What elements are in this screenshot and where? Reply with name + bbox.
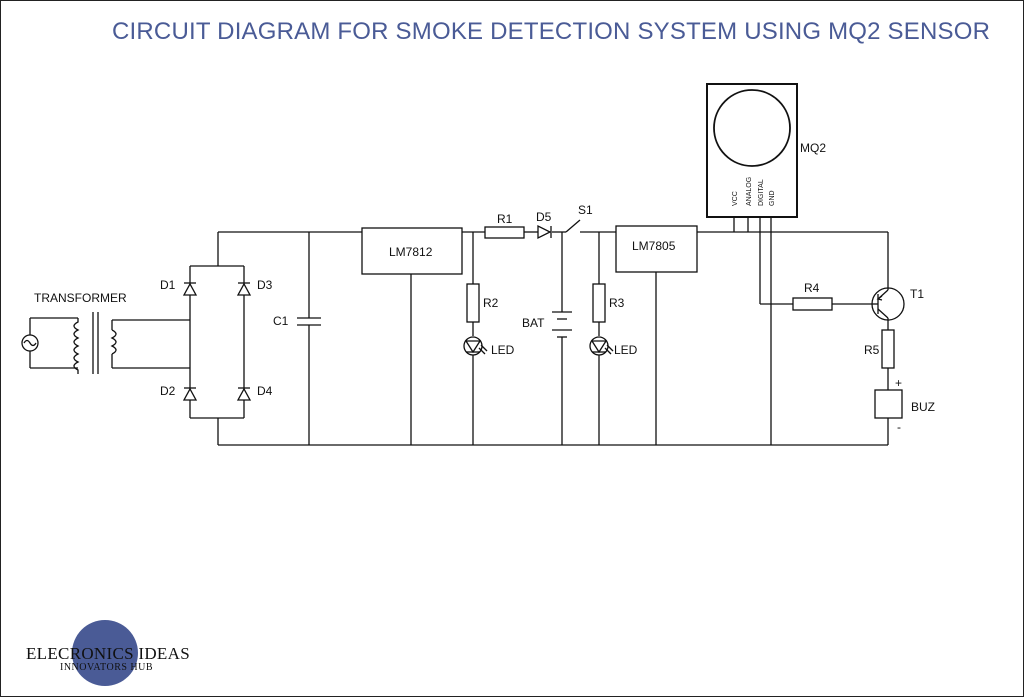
mq2-sensor: [706, 83, 798, 445]
mq2-pin-vcc: VCC: [732, 191, 739, 206]
label-buz-plus: +: [895, 376, 902, 390]
label-led-1: LED: [491, 343, 515, 357]
label-d5: D5: [536, 210, 552, 224]
bridge-rectifier: [189, 232, 245, 445]
label-mq2: MQ2: [800, 141, 826, 155]
label-led-2: LED: [614, 343, 638, 357]
mq2-pin-analog: ANALOG: [746, 177, 753, 206]
resistor-r1: [484, 226, 525, 239]
capacitor-c1: [297, 232, 321, 445]
logo-circle: [72, 620, 138, 686]
ac-source: [21, 317, 78, 369]
buzzer: [874, 389, 903, 445]
switch-s1: [565, 219, 581, 233]
regulator-lm7812: [361, 227, 463, 445]
diode-d5: [537, 224, 552, 240]
label-lm7812: LM7812: [389, 245, 433, 259]
transistor-t1: [871, 232, 905, 330]
led-2: [589, 336, 614, 445]
label-buz: BUZ: [911, 400, 935, 414]
label-d2: D2: [160, 384, 176, 398]
mq2-pin-gnd: GND: [769, 190, 776, 206]
led-1: [463, 336, 488, 445]
page-title: CIRCUIT DIAGRAM FOR SMOKE DETECTION SYST…: [112, 18, 991, 45]
label-t1: T1: [910, 287, 924, 301]
label-d1: D1: [160, 278, 176, 292]
mq2-pin-digital: DIGITAL: [758, 179, 765, 206]
label-r5: R5: [864, 343, 880, 357]
diode-d4: [236, 387, 252, 401]
logo-text: ELECRONICS IDEAS: [26, 644, 190, 663]
resistor-r5: [881, 329, 895, 390]
label-buz-minus: -: [897, 420, 901, 434]
resistor-r4: [792, 297, 872, 311]
label-transformer: TRANSFORMER: [34, 291, 127, 305]
label-d3: D3: [257, 278, 273, 292]
label-lm7805: LM7805: [632, 239, 676, 253]
diode-d1: [182, 282, 198, 296]
transformer: [73, 312, 190, 374]
battery: [552, 232, 572, 445]
resistor-r2: [466, 232, 480, 336]
label-d4: D4: [257, 384, 273, 398]
resistor-r3: [592, 232, 606, 336]
label-s1: S1: [578, 203, 593, 217]
label-r3: R3: [609, 296, 625, 310]
diode-d2: [182, 387, 198, 401]
regulator-lm7805: [615, 225, 698, 445]
label-r2: R2: [483, 296, 499, 310]
label-r1: R1: [497, 212, 513, 226]
label-r4: R4: [804, 281, 820, 295]
diode-d3: [236, 282, 252, 296]
label-bat: BAT: [522, 316, 545, 330]
logo-subtext: INNOVATORS HUB: [60, 662, 154, 673]
label-c1: C1: [273, 314, 289, 328]
